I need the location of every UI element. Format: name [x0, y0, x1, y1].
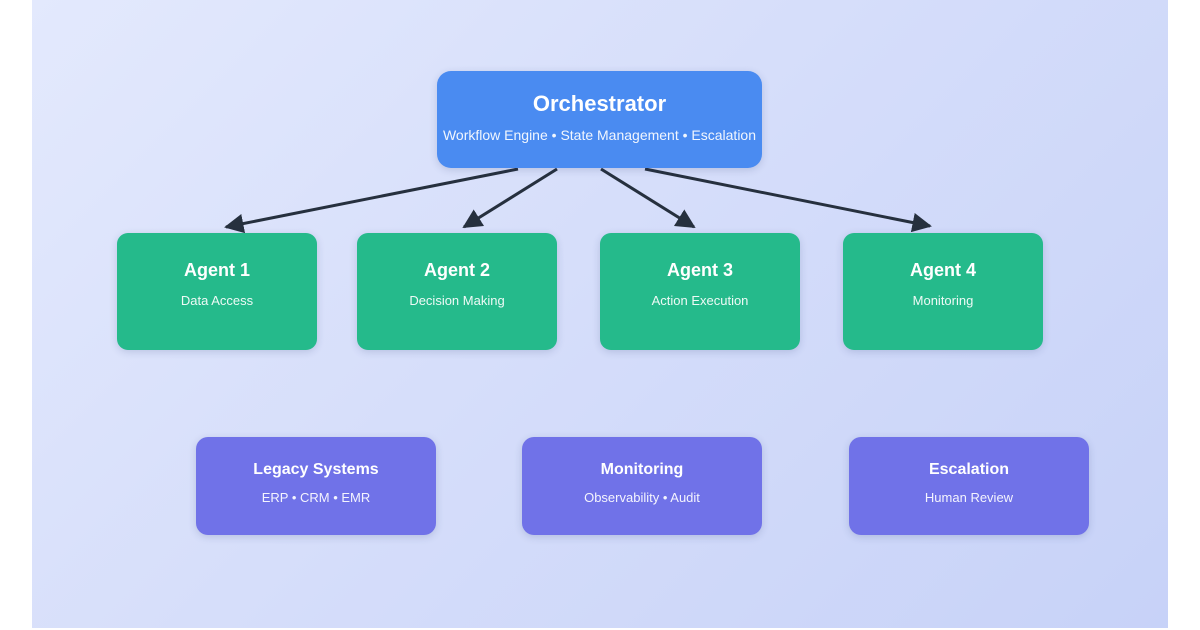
agent-2-title: Agent 2	[423, 260, 490, 280]
agent-4-title: Agent 4	[909, 260, 976, 280]
node-orchestrator: Orchestrator Workflow Engine • State Man…	[437, 71, 762, 168]
node-agent-4: Agent 4 Monitoring	[843, 233, 1043, 350]
node-agent-3: Agent 3 Action Execution	[600, 233, 800, 350]
monitoring-subtitle: Observability • Audit	[584, 490, 700, 506]
arrow-orchestrator-to-agent-4	[644, 167, 932, 233]
monitoring-title: Monitoring	[600, 461, 684, 478]
node-agent-1: Agent 1 Data Access	[117, 233, 317, 350]
escalation-subtitle: Human Review	[924, 490, 1014, 506]
agent-3-subtitle: Action Execution	[651, 292, 749, 308]
node-agent-2: Agent 2 Decision Making	[357, 233, 557, 350]
arrow-orchestrator-to-agent-3	[600, 167, 696, 229]
legacy-systems-title: Legacy Systems	[253, 461, 379, 478]
arrow-orchestrator-to-agent-1	[224, 167, 519, 234]
orchestrator-subtitle: Workflow Engine • State Management • Esc…	[442, 127, 757, 144]
agent-1-title: Agent 1	[183, 260, 250, 280]
legacy-systems-subtitle: ERP • CRM • EMR	[261, 490, 371, 506]
arrow-orchestrator-to-agent-2	[462, 167, 558, 229]
escalation-title: Escalation	[928, 461, 1010, 478]
node-legacy-systems: Legacy Systems ERP • CRM • EMR	[196, 437, 436, 535]
agent-1-subtitle: Data Access	[180, 292, 254, 308]
agent-4-subtitle: Monitoring	[912, 292, 974, 308]
orchestrator-title: Orchestrator	[532, 91, 667, 116]
agent-3-title: Agent 3	[666, 260, 733, 280]
node-monitoring: Monitoring Observability • Audit	[522, 437, 762, 535]
diagram-canvas: Orchestrator Workflow Engine • State Man…	[32, 0, 1168, 628]
agent-2-subtitle: Decision Making	[409, 292, 505, 308]
node-escalation: Escalation Human Review	[849, 437, 1089, 535]
